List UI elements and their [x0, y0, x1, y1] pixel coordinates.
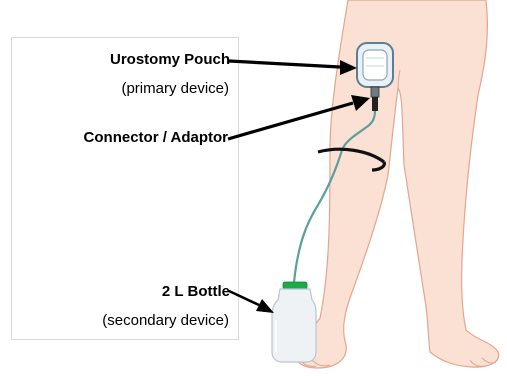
urostomy-pouch: [357, 43, 393, 87]
pouch-name-label: Urostomy Pouch: [110, 51, 230, 69]
drainage-bottle: [272, 282, 316, 362]
connector-name-label: Connector / Adaptor: [84, 129, 228, 147]
connector: [371, 87, 379, 111]
lower-body-and-legs: [296, 0, 499, 368]
pouch-role-label: (primary device): [121, 80, 229, 98]
bottle-role-label: (secondary device): [102, 312, 229, 330]
arrow-bottle: [229, 291, 274, 313]
bottle-name-label: 2 L Bottle: [162, 283, 230, 301]
